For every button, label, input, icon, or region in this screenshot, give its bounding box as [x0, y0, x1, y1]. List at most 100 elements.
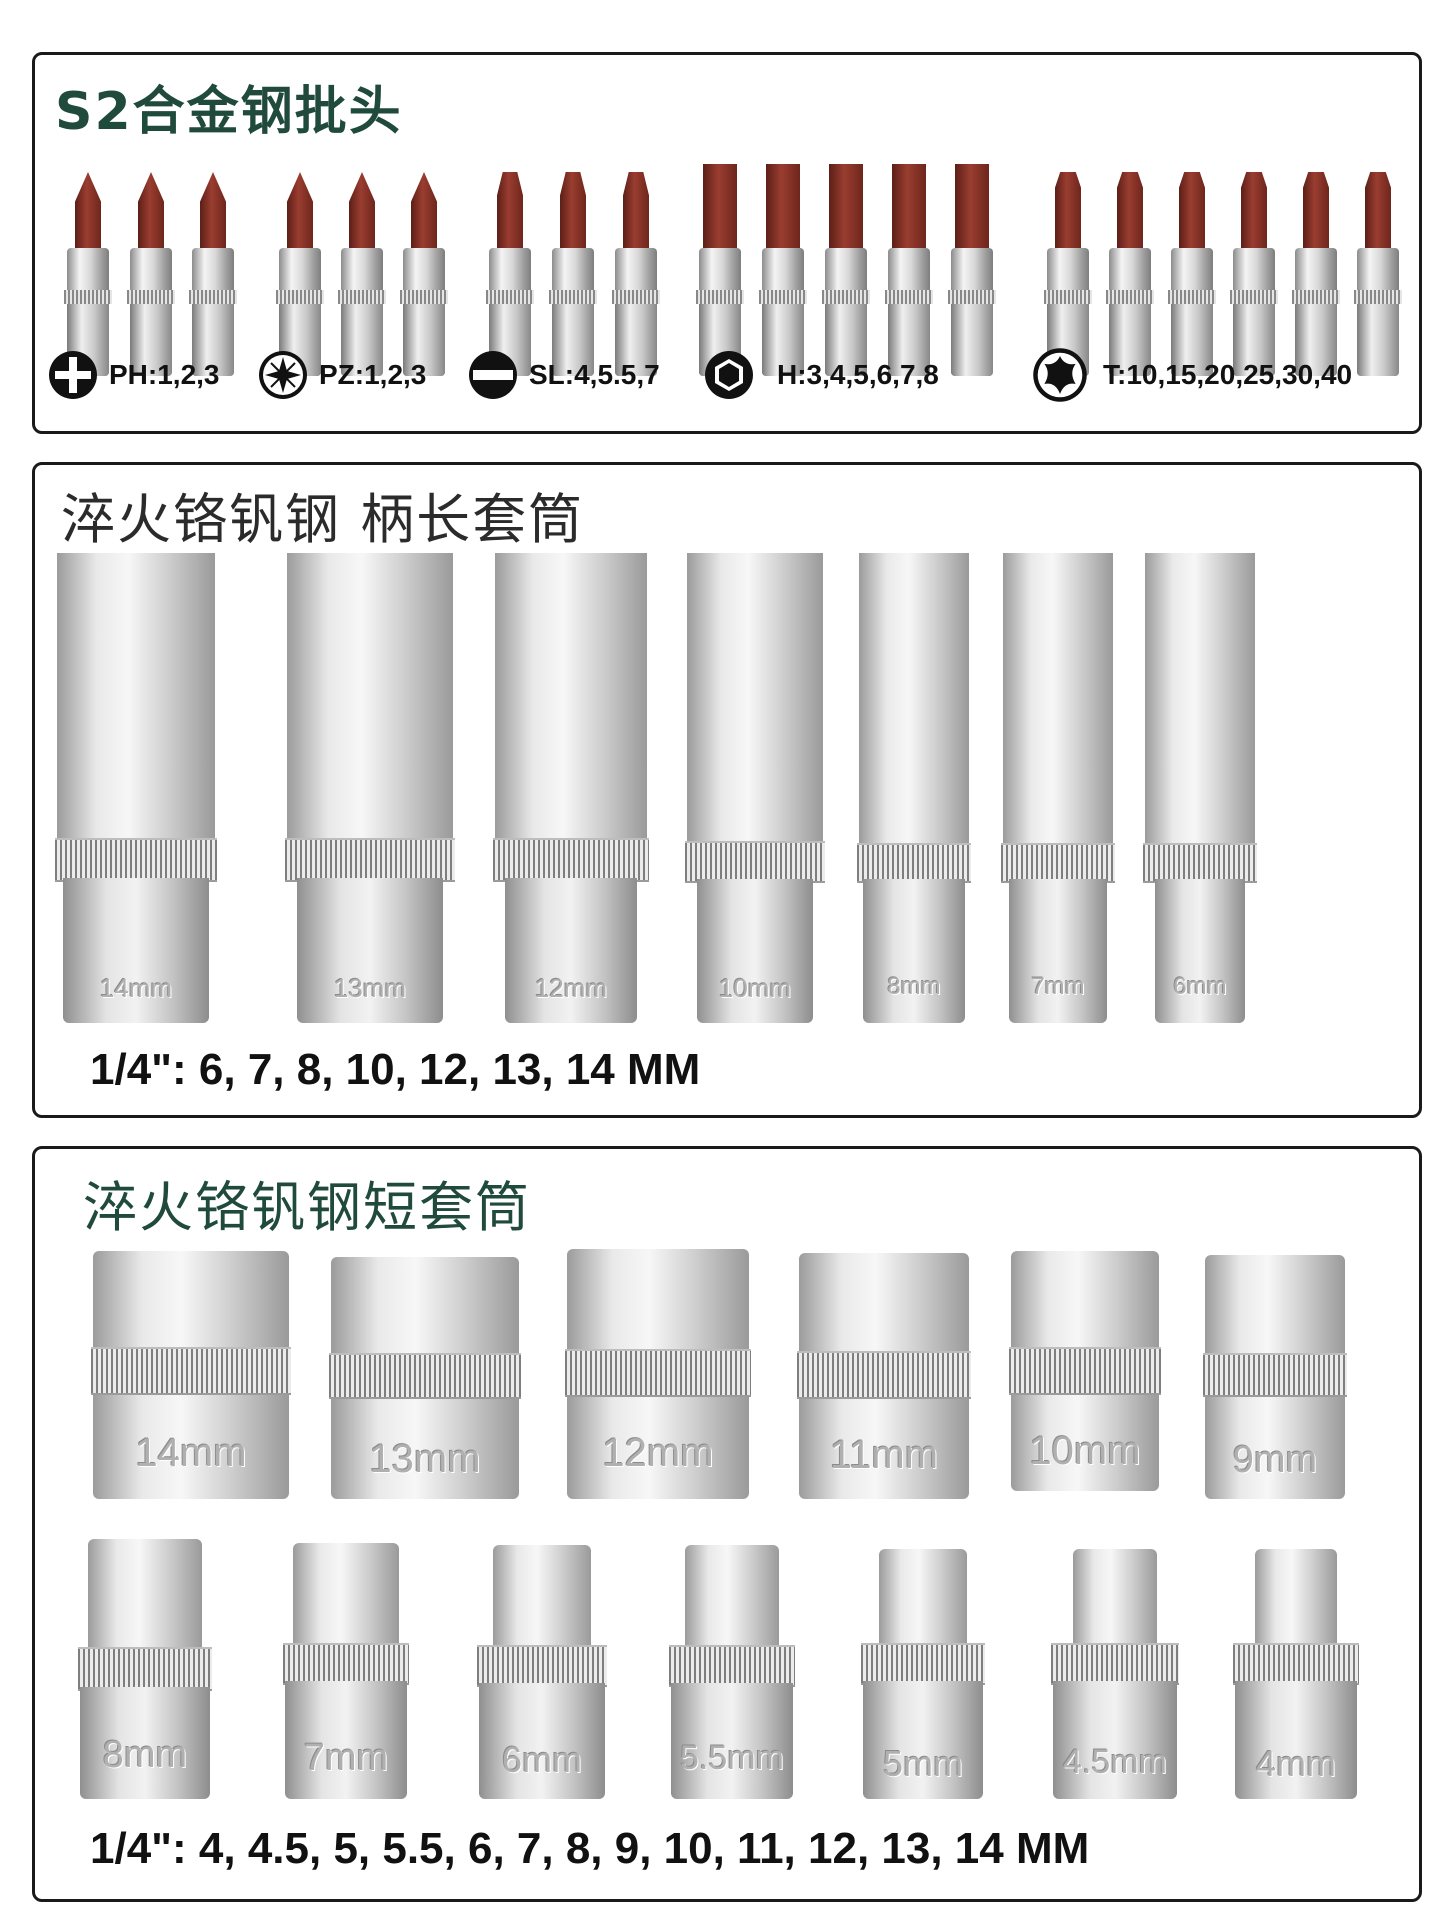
legend-sl-label: SL:4,5.5,7	[529, 359, 660, 390]
slot-bit	[548, 160, 598, 380]
hex-bit	[695, 160, 745, 380]
legend-pz-label: PZ:1,2,3	[319, 359, 427, 390]
pozidriv-icon	[259, 351, 307, 399]
bit-tip	[892, 164, 926, 250]
bit-tip	[1241, 172, 1267, 250]
legend-ph: PH:1,2,3	[47, 345, 220, 405]
pozi-bit	[275, 160, 325, 380]
bit-holder	[1230, 248, 1278, 376]
legend-h: H:3,4,5,6,7,8	[703, 345, 939, 405]
deep-socket-spec: 1/4": 6, 7, 8, 10, 12, 13, 14 MM	[90, 1045, 701, 1094]
slot-bit	[611, 160, 661, 380]
short-socket: 5mm	[861, 1549, 985, 1799]
short-socket-panel-title: 淬火铬钒钢短套筒	[83, 1176, 531, 1239]
hex-icon	[705, 351, 753, 399]
socket-size: 9mm	[1232, 1439, 1318, 1481]
bit-tip	[1179, 172, 1205, 250]
bit-tip	[497, 172, 523, 250]
hex-bit	[821, 160, 871, 380]
pozi-bit	[399, 160, 449, 380]
short-socket: 6mm	[477, 1545, 607, 1799]
bits-panel-title: S2合金钢批头	[55, 82, 403, 142]
deep-socket: 6mm	[1143, 553, 1257, 1023]
socket-size: 10mm	[718, 973, 792, 1003]
bit-holder	[1292, 248, 1340, 376]
bit-tip	[560, 172, 586, 250]
deep-socket-panel-title: 淬火铬钒钢 柄长套筒	[61, 488, 585, 551]
socket-size: 10mm	[1029, 1429, 1141, 1473]
socket-size: 4mm	[1256, 1743, 1336, 1784]
hex-bit	[758, 160, 808, 380]
bit-tip	[1117, 172, 1143, 250]
bit-holder	[338, 248, 386, 376]
legend-h-label: H:3,4,5,6,7,8	[777, 359, 939, 390]
short-socket: 10mm	[1009, 1251, 1161, 1491]
phillips-icon	[49, 351, 97, 399]
bit-tip	[623, 172, 649, 250]
short-socket: 11mm	[797, 1253, 971, 1499]
torx-bit	[1291, 160, 1341, 380]
short-socket-panel: 淬火铬钒钢短套筒 14mm 13mm 12mm 11mm 10mm 9mm 8m…	[32, 1146, 1422, 1902]
bit-tip	[1303, 172, 1329, 250]
short-socket: 7mm	[283, 1543, 409, 1799]
hex-bit	[947, 160, 997, 380]
legend-sl: SL:4,5.5,7	[467, 345, 660, 405]
short-socket: 8mm	[78, 1539, 212, 1799]
short-socket: 4mm	[1233, 1549, 1359, 1799]
torx-icon	[1033, 348, 1087, 402]
socket-size: 6mm	[1173, 973, 1227, 1000]
socket-size: 8mm	[102, 1734, 188, 1776]
bit-holder	[189, 248, 237, 376]
bit-tip	[703, 164, 737, 250]
socket-size: 7mm	[303, 1737, 389, 1779]
socket-size: 4.5mm	[1063, 1743, 1167, 1781]
socket-size: 13mm	[369, 1437, 481, 1481]
deep-socket: 12mm	[493, 553, 649, 1023]
socket-size: 12mm	[602, 1431, 714, 1475]
socket-size: 14mm	[99, 973, 173, 1003]
short-socket: 9mm	[1203, 1255, 1347, 1499]
bit-holder	[1106, 248, 1154, 376]
bit-tip	[955, 164, 989, 250]
pozi-bit	[337, 160, 387, 380]
phillips-bit	[188, 160, 238, 380]
socket-size: 12mm	[534, 973, 608, 1003]
short-socket: 4.5mm	[1051, 1549, 1179, 1799]
bit-tip	[349, 172, 375, 250]
socket-size: 5.5mm	[680, 1739, 784, 1777]
bit-holder	[612, 248, 660, 376]
slotted-icon	[469, 351, 517, 399]
bit-holder	[1168, 248, 1216, 376]
bit-tip	[200, 172, 226, 250]
phillips-bit	[126, 160, 176, 380]
deep-socket-panel: 淬火铬钒钢 柄长套筒 14mm 13mm 12mm 10mm 8mm 7mm	[32, 462, 1422, 1118]
legend-ph-label: PH:1,2,3	[109, 359, 220, 390]
short-socket: 14mm	[91, 1251, 291, 1499]
bit-holder	[127, 248, 175, 376]
torx-bit	[1229, 160, 1279, 380]
bit-holder	[948, 248, 996, 376]
bit-row	[35, 160, 1419, 380]
socket-size: 11mm	[829, 1433, 939, 1477]
short-socket: 12mm	[565, 1249, 751, 1499]
torx-bit	[1353, 160, 1403, 380]
bit-tip	[287, 172, 313, 250]
short-socket: 13mm	[329, 1257, 521, 1499]
bit-holder	[822, 248, 870, 376]
bit-holder	[759, 248, 807, 376]
torx-bit	[1167, 160, 1217, 380]
torx-bit	[1105, 160, 1155, 380]
bit-tip	[411, 172, 437, 250]
deep-socket: 8mm	[857, 553, 971, 1023]
short-socket: 5.5mm	[669, 1545, 795, 1799]
legend-t-label: T:10,15,20,25,30,40	[1103, 359, 1353, 390]
bit-holder	[885, 248, 933, 376]
bit-holder	[1354, 248, 1402, 376]
bit-tip	[75, 172, 101, 250]
bit-tip	[766, 164, 800, 250]
bit-tip	[829, 164, 863, 250]
socket-size: 5mm	[883, 1743, 963, 1784]
bit-tip	[1365, 172, 1391, 250]
deep-socket: 13mm	[285, 553, 455, 1023]
deep-socket: 14mm	[55, 553, 217, 1023]
